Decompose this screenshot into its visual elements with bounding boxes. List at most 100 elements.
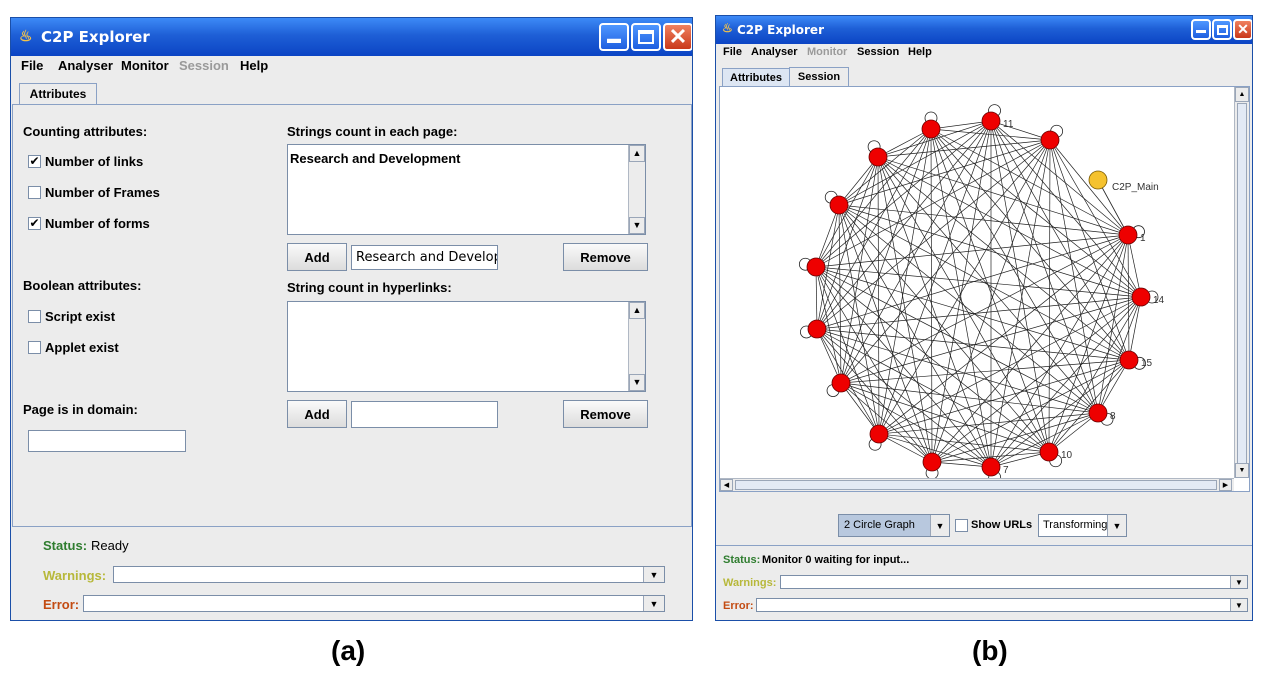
hyperlinks-add-button[interactable]: Add (287, 400, 347, 428)
menu-analyser[interactable]: Analyser (751, 46, 798, 58)
label-script-exist: Script exist (45, 309, 116, 324)
checkbox-number-of-forms[interactable]: ✔ (28, 216, 41, 230)
graph-edge (1048, 296, 1142, 453)
boolean-attributes-title: Boolean attributes: (23, 278, 142, 293)
chevron-down-icon[interactable]: ▼ (1230, 599, 1247, 611)
graph-edge (877, 156, 1142, 298)
minimize-button[interactable]: ▬ (1191, 19, 1211, 40)
maximize-button[interactable] (1212, 19, 1232, 40)
horizontal-thumb[interactable] (735, 480, 1217, 490)
vertical-thumb[interactable] (1237, 103, 1247, 465)
chevron-down-icon[interactable]: ▼ (643, 596, 664, 611)
strings-list[interactable]: Research and Development ▲ ▼ (287, 144, 646, 235)
scroll-up-icon[interactable]: ▲ (1235, 87, 1249, 102)
graph-node[interactable] (1040, 130, 1060, 150)
strings-list-item[interactable]: Research and Development (290, 151, 461, 166)
graph-node[interactable] (829, 195, 849, 215)
scroll-down-icon[interactable]: ▼ (629, 374, 645, 391)
graph-edge (815, 120, 992, 268)
graph-node-label: 8 (1110, 411, 1116, 422)
graph-edge (838, 204, 1099, 414)
left-window: ♨ C2P Explorer ▬ ✕ File Analyser Monitor… (10, 17, 693, 621)
menu-file[interactable]: File (723, 46, 742, 58)
warnings-combo[interactable]: ▼ (113, 566, 665, 583)
checkbox-number-of-links[interactable]: ✔ (28, 154, 41, 168)
close-icon: ✕ (1237, 21, 1249, 37)
graph-node[interactable] (1088, 403, 1108, 423)
graph-node[interactable] (922, 452, 942, 472)
graph-node[interactable] (1039, 442, 1059, 462)
minimize-button[interactable]: ▬ (599, 23, 629, 51)
layout-select[interactable]: 2 Circle Graph ▼ (838, 514, 950, 537)
checkbox-number-of-frames[interactable] (28, 186, 41, 199)
chevron-down-icon[interactable]: ▼ (1230, 576, 1247, 588)
tab-session[interactable]: Session (789, 67, 849, 87)
mode-select[interactable]: Transforming ▼ (1038, 514, 1127, 537)
scroll-left-icon[interactable]: ◀ (720, 479, 733, 491)
graph-edge (840, 359, 1130, 384)
maximize-button[interactable] (631, 23, 661, 51)
graph-node[interactable] (831, 373, 851, 393)
graph-edge (838, 204, 1050, 453)
checkbox-show-urls[interactable] (955, 519, 968, 532)
graph-node[interactable] (869, 424, 889, 444)
strings-add-button[interactable]: Add (287, 243, 347, 271)
strings-remove-button[interactable]: Remove (563, 243, 648, 271)
close-button[interactable]: ✕ (663, 23, 692, 51)
graph-edge (877, 139, 1051, 158)
graph-edge (816, 328, 1099, 414)
hyperlinks-remove-button[interactable]: Remove (563, 400, 648, 428)
menu-file[interactable]: File (21, 58, 44, 73)
chevron-down-icon[interactable]: ▼ (1107, 515, 1126, 536)
graph-node[interactable] (981, 111, 1001, 131)
scroll-down-icon[interactable]: ▼ (1235, 463, 1249, 478)
menu-help[interactable]: Help (908, 46, 932, 58)
graph-vertical-scrollbar[interactable]: ▲ ▼ (1234, 87, 1249, 478)
hyperlinks-list-scrollbar[interactable]: ▲ ▼ (628, 302, 645, 391)
graph-edge (815, 266, 933, 463)
graph-edge (990, 234, 1129, 468)
error-combo[interactable]: ▼ (83, 595, 665, 612)
scroll-up-icon[interactable]: ▲ (629, 145, 645, 162)
left-window-title: C2P Explorer (41, 28, 150, 46)
menu-help[interactable]: Help (240, 58, 269, 73)
graph-main-node[interactable] (1088, 170, 1108, 190)
strings-list-scrollbar[interactable]: ▲ ▼ (628, 145, 645, 234)
domain-input[interactable] (28, 430, 186, 452)
graph-node[interactable] (868, 147, 888, 167)
graph-edge (930, 128, 1051, 141)
graph-node[interactable] (1131, 287, 1151, 307)
scroll-down-icon[interactable]: ▼ (629, 217, 645, 234)
tab-attributes[interactable]: Attributes (722, 68, 790, 87)
menu-analyser[interactable]: Analyser (58, 58, 113, 73)
graph-node[interactable] (806, 257, 826, 277)
tab-attributes[interactable]: Attributes (19, 83, 97, 105)
chevron-down-icon[interactable]: ▼ (930, 515, 949, 536)
chevron-down-icon[interactable]: ▼ (643, 567, 664, 582)
graph-edge (1128, 296, 1142, 361)
scroll-up-icon[interactable]: ▲ (629, 302, 645, 319)
graph-node[interactable] (807, 319, 827, 339)
hyperlinks-input[interactable] (351, 401, 498, 428)
graph-edge (931, 412, 1099, 463)
graph-horizontal-scrollbar[interactable]: ◀ ▶ (720, 478, 1234, 491)
close-button[interactable]: ✕ (1233, 19, 1252, 40)
graph-edge (838, 204, 1130, 361)
graph-node[interactable] (1119, 350, 1139, 370)
scroll-right-icon[interactable]: ▶ (1219, 479, 1232, 491)
graph-node-label: 15 (1141, 358, 1153, 369)
graph-node[interactable] (981, 457, 1001, 477)
menu-session[interactable]: Session (857, 46, 900, 58)
checkbox-script-exist[interactable] (28, 310, 41, 323)
strings-input[interactable]: Research and Developm (351, 245, 498, 270)
checkbox-applet-exist[interactable] (28, 341, 41, 354)
graph-edge (990, 139, 1051, 468)
graph-node[interactable] (1118, 225, 1138, 245)
warnings-combo[interactable]: ▼ (780, 575, 1248, 589)
graph-node[interactable] (921, 119, 941, 139)
menu-monitor[interactable]: Monitor (121, 58, 169, 73)
hyperlinks-list[interactable]: ▲ ▼ (287, 301, 646, 392)
error-combo[interactable]: ▼ (756, 598, 1248, 612)
graph-edge (877, 156, 1130, 361)
